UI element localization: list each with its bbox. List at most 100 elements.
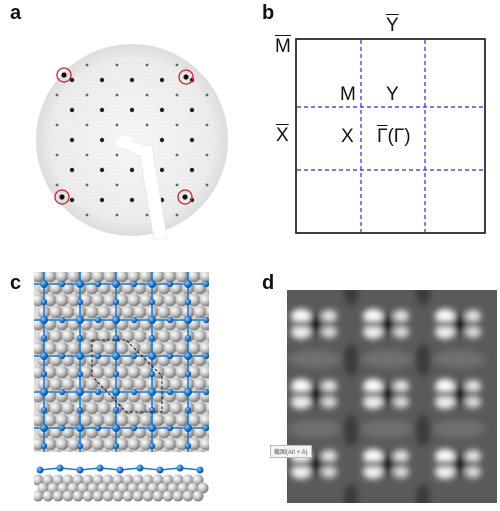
leed-spot — [205, 123, 209, 127]
panel-label-a: a — [10, 2, 22, 24]
stm-bright-lobe — [363, 309, 383, 323]
side-substrate-atom — [37, 482, 49, 494]
adsorbate-atom — [40, 388, 48, 396]
adsorbate-atom — [40, 406, 48, 414]
leed-spot — [175, 183, 179, 187]
leed-spot — [69, 107, 75, 113]
leed-spots — [55, 63, 209, 217]
leed-spot — [115, 123, 119, 127]
substrate-atom — [199, 272, 209, 283]
leed-spot — [129, 77, 135, 83]
leed-spot — [189, 167, 195, 173]
stm-dark-node — [382, 451, 392, 477]
stm-mid-band — [361, 350, 413, 368]
side-substrate-atom — [162, 490, 174, 502]
adsorbate-atom — [58, 352, 66, 360]
leed-spot — [145, 93, 149, 97]
substrate-atom — [121, 329, 135, 343]
substrate-atom — [55, 365, 69, 379]
stm-bright-lobe — [363, 379, 383, 393]
stm-dark-node — [310, 451, 320, 477]
substrate-atom — [91, 317, 105, 331]
substrate-atom — [193, 377, 207, 391]
side-substrate-atom — [42, 490, 54, 502]
substrate-atom — [115, 413, 129, 427]
substrate-atom — [43, 341, 57, 355]
substrate-atom — [85, 329, 99, 343]
stm-bright-lobe — [393, 396, 409, 408]
substrate-atom — [51, 449, 61, 452]
label-x-bar: X — [276, 125, 289, 146]
leed-spot — [61, 72, 67, 78]
substrate-atom — [187, 413, 201, 427]
adsorbate-atom — [76, 424, 84, 432]
substrate-atom — [163, 413, 177, 427]
adsorbate-atom — [130, 388, 138, 396]
leed-spot — [59, 194, 65, 200]
substrate-atom — [91, 365, 105, 379]
side-adsorbate-atom — [176, 464, 184, 472]
substrate-atom — [127, 437, 141, 451]
adsorbate-atom — [40, 280, 48, 288]
stm-dark-column — [344, 484, 358, 503]
label-gamma: Γ(Γ) — [377, 126, 411, 148]
substrate-atom — [157, 305, 171, 319]
adsorbate-atom — [130, 280, 138, 288]
stm-bright-lobe — [393, 310, 409, 322]
side-substrate-atom — [72, 490, 84, 502]
side-substrate-atom — [177, 482, 189, 494]
substrate-atom — [55, 272, 69, 283]
side-substrate-atom — [182, 490, 194, 502]
leed-spot — [115, 153, 119, 157]
stm-dark-node — [290, 321, 312, 327]
side-adsorbate-atom — [76, 466, 84, 474]
substrate-atom — [61, 401, 75, 415]
adsorbate-atom — [202, 280, 209, 288]
substrate-atom — [79, 341, 93, 355]
stm-dark-node — [434, 321, 456, 327]
stm-bright-lobe — [363, 325, 383, 339]
stm-dark-node — [464, 461, 482, 467]
substrate-atom — [187, 341, 201, 355]
substrate-atom — [115, 341, 129, 355]
substrate-atom — [175, 272, 189, 283]
adsorbate-atom — [112, 388, 120, 396]
unit-cell-outline — [91, 339, 163, 413]
substrate-atom — [63, 449, 73, 452]
side-substrate-atom — [57, 482, 69, 494]
side-substrate-atom — [97, 482, 109, 494]
leed-spot — [99, 77, 105, 83]
leed-spot — [99, 197, 105, 203]
adsorbate-atom — [148, 352, 156, 360]
substrate-atom — [133, 329, 147, 343]
adsorbate-atom — [40, 334, 48, 342]
substrate-atom — [121, 305, 135, 319]
stm-dark-column — [416, 414, 430, 446]
side-substrate-atom — [102, 474, 114, 486]
adsorbate-atom — [148, 334, 156, 342]
substrate-atom — [49, 401, 63, 415]
label-gamma-paren: (Γ) — [387, 126, 411, 147]
substrate-atom — [97, 305, 111, 319]
stm-bright-lobe — [435, 325, 455, 339]
leed-spot — [69, 167, 75, 173]
side-substrate-atom — [137, 482, 149, 494]
leed-spot — [69, 137, 75, 143]
adsorbate-atom — [40, 370, 48, 378]
adsorbate-atom — [148, 442, 156, 450]
stm-dark-node — [320, 321, 338, 327]
substrate-atom — [171, 449, 181, 452]
leed-spot — [85, 213, 89, 217]
substrate-atom — [55, 317, 69, 331]
leed-spot — [175, 93, 179, 97]
side-substrate-atom — [52, 474, 64, 486]
leed-pattern-image — [36, 44, 228, 241]
adsorbate-atom — [166, 424, 174, 432]
leed-spot — [55, 183, 59, 187]
adsorbate-atom — [94, 280, 102, 288]
stm-dark-column — [416, 344, 430, 376]
substrate-atom — [169, 377, 183, 391]
substrate-atom — [157, 377, 171, 391]
stm-dark-column — [416, 484, 430, 503]
stm-bright-lobe — [435, 449, 455, 463]
